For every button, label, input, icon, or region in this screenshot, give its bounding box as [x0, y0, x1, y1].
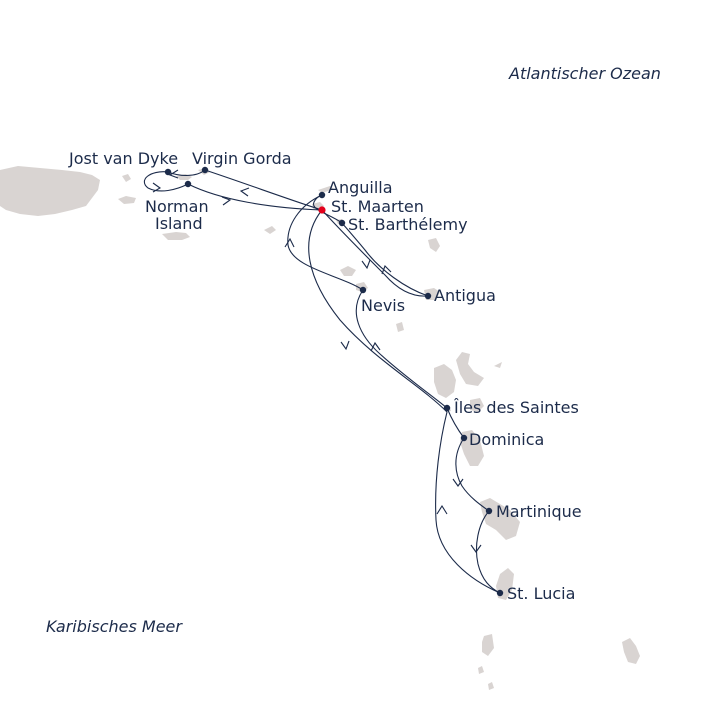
island-culebra — [122, 174, 131, 182]
port-label-anguilla: Anguilla — [328, 178, 393, 197]
cruise-route — [143, 169, 501, 594]
arrow-icon — [168, 169, 179, 179]
sea-label-atlantic: Atlantischer Ozean — [508, 64, 661, 83]
route-dominica-martinique — [455, 437, 490, 512]
port-marker-martinique[interactable] — [485, 507, 493, 515]
port-marker-dominica[interactable] — [460, 434, 468, 442]
port-label-st-lucia: St. Lucia — [507, 584, 575, 603]
route-norman-island-st-maarten — [187, 183, 323, 211]
island-bequia — [478, 666, 484, 674]
port-label-st-maarten: St. Maarten — [331, 197, 424, 216]
port-marker-iles-des-saintes[interactable] — [443, 404, 451, 412]
port-label-dominica: Dominica — [469, 430, 544, 449]
arrow-icon — [470, 544, 482, 553]
route-nevis-iles-des-saintes — [355, 289, 448, 409]
island-sombrero — [264, 226, 276, 234]
port-marker-st-lucia[interactable] — [496, 589, 504, 597]
island-st-croix — [162, 232, 190, 240]
island-anguilla — [318, 186, 334, 193]
arrow-icon — [452, 478, 464, 487]
port-marker-jost-van-dyke[interactable] — [164, 168, 172, 176]
arrow-icon — [381, 265, 392, 275]
arrow-icon — [340, 340, 350, 351]
port-markers — [164, 166, 504, 597]
port-marker-st-barthelemy[interactable] — [338, 219, 346, 227]
port-label-jost-van-dyke: Jost van Dyke — [68, 149, 178, 168]
port-marker-norman-island[interactable] — [184, 180, 192, 188]
port-label-martinique: Martinique — [496, 502, 582, 521]
route-anguilla-nevis — [287, 194, 364, 291]
island-st-kitts — [340, 266, 356, 276]
route-antigua-st-barthelemy — [341, 222, 429, 297]
island-vieques — [118, 196, 136, 204]
island-barbuda — [428, 238, 440, 252]
port-marker-virgin-gorda[interactable] — [201, 166, 209, 174]
island-guadeloupe — [434, 352, 484, 398]
port-label-antigua: Antigua — [434, 286, 496, 305]
arrow-icon — [239, 187, 250, 197]
route-st-maarten-antigua — [321, 209, 429, 297]
island-montserrat — [396, 322, 404, 332]
arrow-icon — [361, 259, 371, 270]
port-labels: Jost van Dyke Virgin Gorda Norman Island… — [68, 149, 582, 603]
port-label-norman-island-line1: Norman — [145, 197, 209, 216]
arrow-icon — [221, 196, 232, 206]
port-marker-nevis[interactable] — [359, 286, 367, 294]
arrow-icon — [370, 341, 381, 352]
island-barbados — [622, 638, 640, 664]
island-marie-galante — [470, 398, 484, 412]
port-label-nevis: Nevis — [361, 296, 405, 315]
arrow-icon — [436, 504, 448, 515]
port-marker-antigua[interactable] — [424, 292, 432, 300]
arrow-icon — [152, 182, 162, 193]
island-mustique — [488, 682, 494, 690]
sea-label-caribbean: Karibisches Meer — [46, 617, 183, 636]
sea-labels: Atlantischer Ozean Karibisches Meer — [46, 64, 661, 636]
port-marker-anguilla[interactable] — [318, 191, 326, 199]
arrow-icon — [284, 237, 295, 248]
islands — [0, 166, 640, 690]
island-desirade — [494, 362, 502, 368]
route-arrows — [152, 169, 482, 553]
port-label-iles-des-saintes: Îles des Saintes — [453, 398, 579, 417]
route-st-lucia-st-maarten — [308, 209, 501, 594]
port-marker-st-maarten[interactable] — [318, 206, 326, 214]
island-puerto-rico — [0, 166, 100, 216]
port-label-norman-island-line2: Island — [155, 214, 203, 233]
route-jost-van-dyke-norman-island — [143, 171, 189, 192]
route-st-maarten-virgin-gorda — [204, 169, 323, 211]
port-label-virgin-gorda: Virgin Gorda — [192, 149, 292, 168]
island-st-vincent — [482, 634, 494, 656]
route-martinique-st-lucia — [475, 510, 501, 594]
port-label-st-barthelemy: St. Barthélemy — [348, 215, 468, 234]
